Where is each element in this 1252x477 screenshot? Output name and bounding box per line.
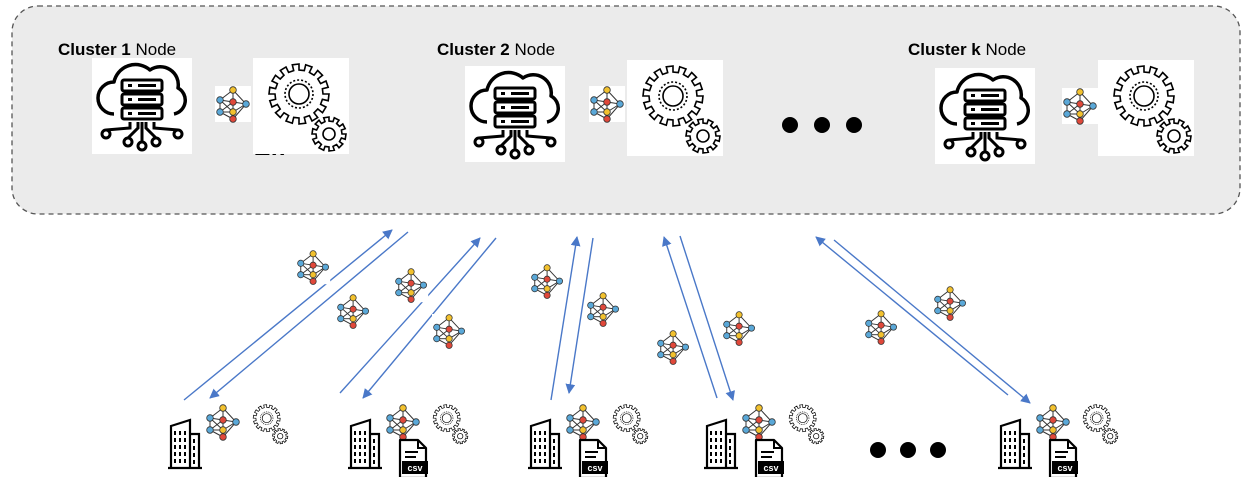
arrow-up-2 bbox=[339, 237, 481, 394]
cloud-server-icon-2 bbox=[465, 66, 565, 162]
building-icon-client-4 bbox=[704, 416, 738, 470]
cluster-2-suffix: Node bbox=[509, 40, 556, 59]
arrow-down-1 bbox=[209, 231, 409, 399]
csv-label: csv bbox=[1057, 463, 1072, 473]
gears-icon-client-5 bbox=[1082, 404, 1119, 445]
gears-icon-client-1 bbox=[252, 404, 289, 445]
building-icon-client-2 bbox=[348, 416, 382, 470]
csv-label: csv bbox=[763, 463, 778, 473]
csv-file-icon-client-4: csv bbox=[754, 438, 784, 477]
cluster-2-name: Cluster 2 bbox=[437, 40, 510, 59]
gears-icon-cluster-1 bbox=[253, 58, 349, 154]
arrow-down-2 bbox=[362, 237, 497, 399]
neural-network-icon-transfer-8 bbox=[722, 311, 757, 346]
neural-network-icon-client-2 bbox=[385, 404, 421, 441]
cluster-k-suffix: Node bbox=[980, 40, 1027, 59]
neural-network-icon-transfer-3 bbox=[394, 268, 429, 303]
neural-network-icon-cluster-k bbox=[1062, 88, 1098, 125]
building-icon-client-1 bbox=[168, 416, 202, 470]
neural-network-icon-transfer-7 bbox=[656, 330, 691, 365]
cluster-1-title: Cluster 1 Node bbox=[58, 40, 176, 60]
cluster-k-title: Cluster k Node bbox=[908, 40, 1026, 60]
neural-network-icon-transfer-5 bbox=[530, 264, 565, 299]
csv-file-icon-client-5: csv bbox=[1048, 438, 1078, 477]
cluster-1-suffix: Node bbox=[130, 40, 177, 59]
neural-network-icon-client-1 bbox=[205, 404, 241, 441]
arrow-down-3 bbox=[565, 237, 594, 394]
arrow-down-5 bbox=[833, 239, 1031, 404]
neural-network-icon-cluster-1 bbox=[215, 86, 251, 123]
neural-network-icon-client-5 bbox=[1035, 404, 1071, 441]
neural-network-icon-cluster-2 bbox=[589, 86, 625, 123]
building-icon-client-3 bbox=[528, 416, 562, 470]
building-icon-client-5 bbox=[998, 416, 1032, 470]
neural-network-icon-transfer-6 bbox=[586, 292, 621, 327]
csv-file-icon-client-2: csv bbox=[398, 438, 428, 477]
gears-icon-cluster-k bbox=[1098, 60, 1194, 156]
csv-file-icon-client-3: csv bbox=[578, 438, 608, 477]
neural-network-icon-client-3 bbox=[565, 404, 601, 441]
csv-label: csv bbox=[587, 463, 602, 473]
csv-label: csv bbox=[407, 463, 422, 473]
neural-network-icon-transfer-4 bbox=[432, 314, 467, 349]
arrow-up-5 bbox=[815, 236, 1009, 396]
cluster-k-name: Cluster k bbox=[908, 40, 981, 59]
cloud-server-icon-k bbox=[935, 68, 1035, 164]
neural-network-icon-transfer-10 bbox=[933, 286, 968, 321]
neural-network-icon-client-4 bbox=[741, 404, 777, 441]
ellipsis-bottom bbox=[870, 442, 946, 458]
gears-icon-client-3 bbox=[612, 404, 649, 445]
gears-icon-cluster-2 bbox=[627, 60, 723, 156]
arrow-up-3 bbox=[550, 236, 581, 401]
gears-icon-client-2 bbox=[432, 404, 469, 445]
arrow-up-4 bbox=[662, 236, 718, 399]
cluster-1-name: Cluster 1 bbox=[58, 40, 131, 59]
cluster-2-title: Cluster 2 Node bbox=[437, 40, 555, 60]
ellipsis-top bbox=[782, 117, 862, 133]
neural-network-icon-transfer-1 bbox=[296, 250, 331, 285]
arrow-down-4 bbox=[679, 235, 735, 401]
neural-network-icon-transfer-2 bbox=[336, 294, 371, 329]
arrow-up-1 bbox=[183, 229, 393, 401]
neural-network-icon-transfer-9 bbox=[864, 310, 899, 345]
cloud-server-icon-1 bbox=[92, 58, 192, 154]
gears-icon-client-4 bbox=[788, 404, 825, 445]
